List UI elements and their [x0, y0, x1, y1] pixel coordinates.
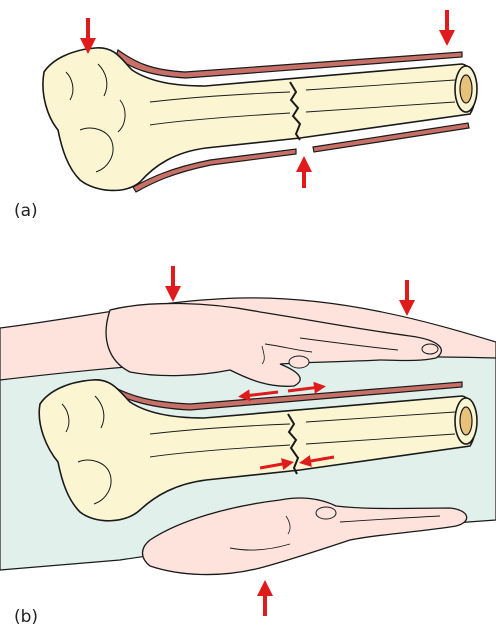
panel-label-b: (b) — [14, 607, 38, 627]
panel-label-a: (a) — [14, 201, 38, 221]
panel-b: (b) — [0, 266, 496, 627]
panel-a: (a) — [14, 10, 477, 221]
